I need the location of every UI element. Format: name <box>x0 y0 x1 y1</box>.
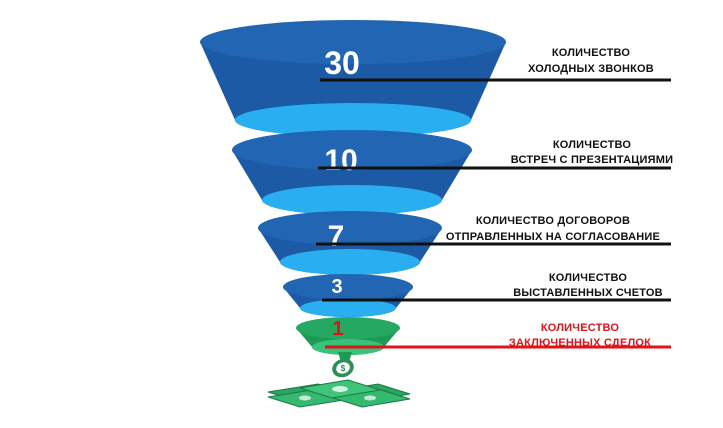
funnel-stage-4-rim <box>300 299 396 317</box>
stage-2-label-line2: ВСТРЕЧ С ПРЕЗЕНТАЦИЯМИ <box>511 154 673 166</box>
stage-1-label-line2: ХОЛОДНЫХ ЗВОНКОВ <box>528 63 654 75</box>
funnel-stage-1: 30 <box>200 20 506 137</box>
svg-text:$: $ <box>341 364 346 373</box>
funnel-stage-5-top <box>296 317 400 339</box>
stage-4-label-line2: ВЫСТАВЛЕННЫХ СЧЕТОВ <box>513 287 663 299</box>
stage-3-label-line2: ОТПРАВЛЕННЫХ НА СОГЛАСОВАНИЕ <box>446 231 660 243</box>
funnel-stage-1-top <box>200 20 506 64</box>
stage-2-value: 10 <box>324 144 357 177</box>
stage-1-label-line1: КОЛИЧЕСТВО <box>552 47 631 59</box>
funnel-stage-4-top <box>283 274 413 300</box>
funnel-stage-1-rim <box>235 103 471 137</box>
stage-5-label-line1: КОЛИЧЕСТВО <box>541 322 620 334</box>
funnel-stage-2-top <box>232 130 472 170</box>
funnel-stage-3-rim <box>280 249 420 275</box>
stage-4-label-line1: КОЛИЧЕСТВО <box>549 272 628 284</box>
stage-3-label-line1: КОЛИЧЕСТВО ДОГОВОРОВ <box>476 215 630 227</box>
money-stack-icon <box>267 379 411 408</box>
coin-icon: $ <box>332 352 354 378</box>
funnel-stage-3-top <box>258 211 442 245</box>
funnel-stage-2-rim <box>262 185 442 215</box>
stage-2-label-line1: КОЛИЧЕСТВО <box>553 139 632 151</box>
stage-4-value: 3 <box>331 276 342 298</box>
funnel-stage-5: 1 <box>296 317 400 355</box>
stage-5-value: 1 <box>332 318 343 340</box>
stage-5-label-line2: ЗАКЛЮЧЕННЫХ СДЕЛОК <box>509 337 651 349</box>
funnel-stage-2: 10 <box>232 130 472 215</box>
stage-1-value: 30 <box>324 45 360 81</box>
funnel-stage-4: 3 <box>283 274 413 317</box>
stage-3-value: 7 <box>328 220 345 253</box>
